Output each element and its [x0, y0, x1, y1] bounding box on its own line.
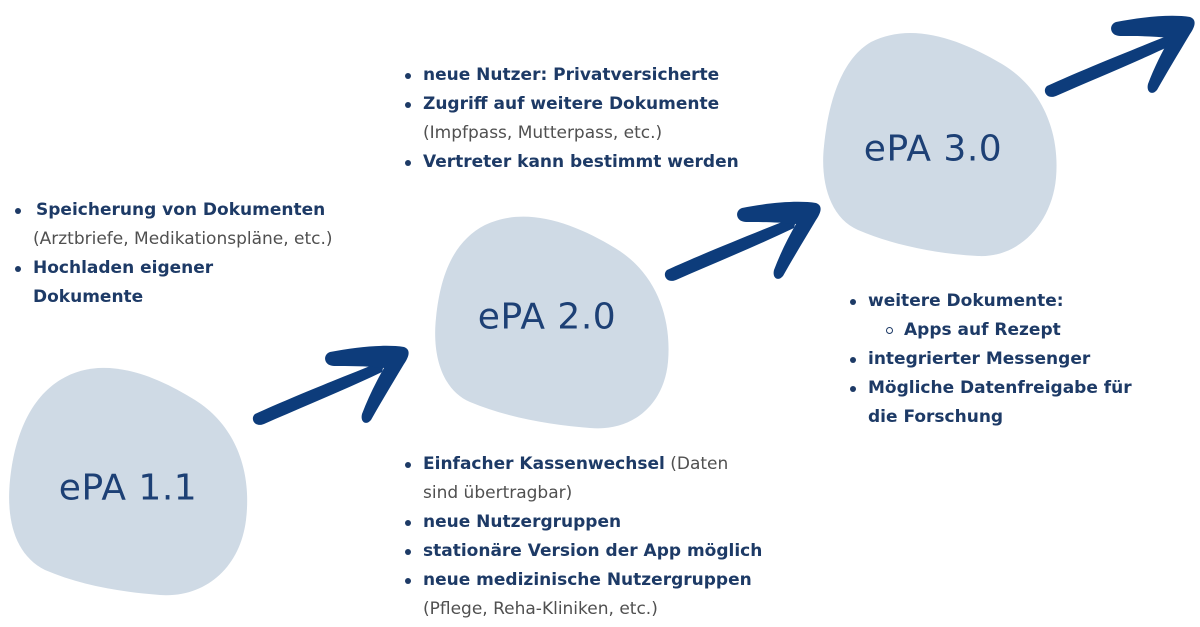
list-item: integrierter Messenger [850, 345, 1132, 374]
stage-label-epa20: ePA 2.0 [477, 296, 617, 338]
stage-blob-epa30 [823, 33, 1057, 257]
stage-blob-epa20 [435, 216, 669, 429]
list-item: weitere Dokumente: [850, 287, 1132, 316]
list-item: Hochladen eigener [15, 254, 333, 283]
list-item-note: (Impfpass, Mutterpass, etc.) [405, 119, 739, 148]
feature-title: weitere Dokumente: [868, 291, 1064, 311]
list-item-continuation: Dokumente [15, 283, 333, 312]
list-item-note: (Pflege, Reha-Kliniken, etc.) [405, 595, 762, 624]
arrow-up-right-icon [1044, 15, 1195, 97]
list-item-note: sind übertragbar) [405, 479, 762, 508]
feature-subitem: Apps auf Rezept [904, 320, 1061, 340]
feature-note: sind übertragbar) [423, 483, 573, 503]
feature-title: Zugriff auf weitere Dokumente [423, 94, 720, 114]
feature-title: neue Nutzergruppen [423, 512, 622, 532]
list-item-note: (Arztbriefe, Medikationspläne, etc.) [15, 225, 333, 254]
list-item: neue Nutzer: Privatversicherte [405, 61, 739, 90]
feature-list-epa20-top: neue Nutzer: Privatversicherte Zugriff a… [405, 61, 739, 177]
arrow-up-right-icon [252, 345, 409, 425]
feature-note: (Impfpass, Mutterpass, etc.) [423, 123, 663, 143]
list-item: Vertreter kann bestimmt werden [405, 148, 739, 177]
feature-title: Vertreter kann bestimmt werden [423, 152, 739, 172]
feature-title: Hochladen eigener [33, 258, 214, 278]
arrow-up-right-icon [664, 201, 821, 281]
feature-list-epa30: weitere Dokumente: Apps auf Rezept integ… [850, 287, 1132, 432]
feature-title: stationäre Version der App möglich [423, 541, 763, 561]
list-item: neue Nutzergruppen [405, 508, 762, 537]
feature-note-inline: (Daten [664, 454, 729, 474]
feature-title: Speicherung von Dokumenten [36, 200, 326, 220]
feature-list-epa20-bottom: Einfacher Kassenwechsel (Daten sind über… [405, 450, 762, 624]
feature-title: neue medizinische Nutzergruppen [423, 570, 752, 590]
feature-title-continued: Dokumente [33, 287, 144, 307]
list-item: Zugriff auf weitere Dokumente [405, 90, 739, 119]
list-item: stationäre Version der App möglich [405, 537, 762, 566]
stage-label-epa11: ePA 1.1 [58, 467, 198, 509]
stage-label-epa30: ePA 3.0 [863, 128, 1003, 170]
feature-note: (Arztbriefe, Medikationspläne, etc.) [33, 229, 333, 249]
feature-title: integrierter Messenger [868, 349, 1091, 369]
feature-title: Einfacher Kassenwechsel [423, 454, 665, 474]
feature-note: (Pflege, Reha-Kliniken, etc.) [423, 599, 658, 619]
list-item-continuation: die Forschung [850, 403, 1132, 432]
list-item: Speicherung von Dokumenten [15, 196, 333, 225]
feature-list-epa11: Speicherung von Dokumenten (Arztbriefe, … [15, 196, 333, 312]
list-item: neue medizinische Nutzergruppen [405, 566, 762, 595]
sub-list-item: Apps auf Rezept [850, 316, 1132, 345]
feature-title: Mögliche Datenfreigabe für [868, 378, 1132, 398]
list-item: Einfacher Kassenwechsel (Daten [405, 450, 762, 479]
feature-title-continued: die Forschung [868, 407, 1004, 427]
feature-title: neue Nutzer: Privatversicherte [423, 65, 720, 85]
stage-blob-epa11 [9, 367, 248, 596]
list-item: Mögliche Datenfreigabe für [850, 374, 1132, 403]
